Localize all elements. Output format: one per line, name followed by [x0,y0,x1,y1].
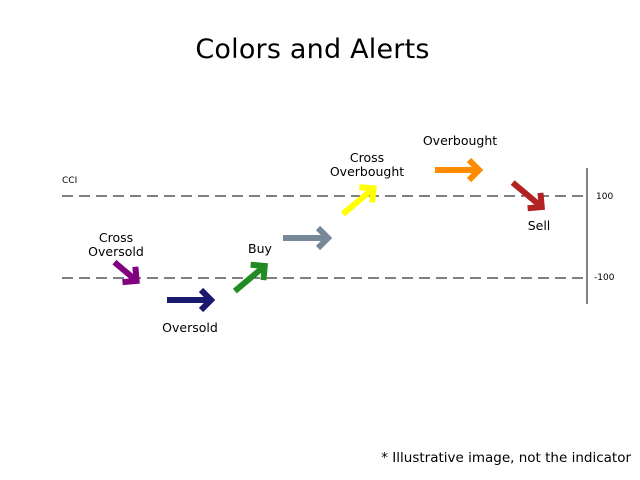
arrow-sell [510,180,545,212]
label-cross-oversold: Cross Oversold [76,231,156,259]
label-cross-overbought: Cross Overbought [322,151,412,179]
label-sell: Sell [514,219,564,233]
label-overbought: Overbought [415,134,505,148]
footnote: * Illustrative image, not the indicator [381,450,631,466]
lower-level-label: -100 [594,273,615,283]
arrow-neutral [283,225,333,251]
arrow-buy [232,261,268,294]
label-cross-overbought-line1: Cross [349,150,385,165]
label-overbought-line1: Overbought [422,133,498,148]
upper-level-label: 100 [596,192,614,202]
indicator-label: CCI [62,176,78,186]
label-buy-line1: Buy [248,241,272,256]
label-cross-oversold-line1: Cross [98,230,134,245]
label-cross-overbought-line2: Overbought [329,164,405,179]
label-buy: Buy [230,242,290,256]
arrow-cross-overbought [340,184,377,217]
label-sell-line1: Sell [527,218,551,233]
arrow-overbought [435,157,484,183]
label-oversold: Oversold [150,321,230,335]
arrow-oversold [167,287,216,313]
arrow-cross-oversold [112,259,140,286]
label-oversold-line1: Oversold [162,320,218,335]
page-title: Colors and Alerts [195,34,430,65]
label-cross-oversold-line2: Oversold [88,244,144,259]
